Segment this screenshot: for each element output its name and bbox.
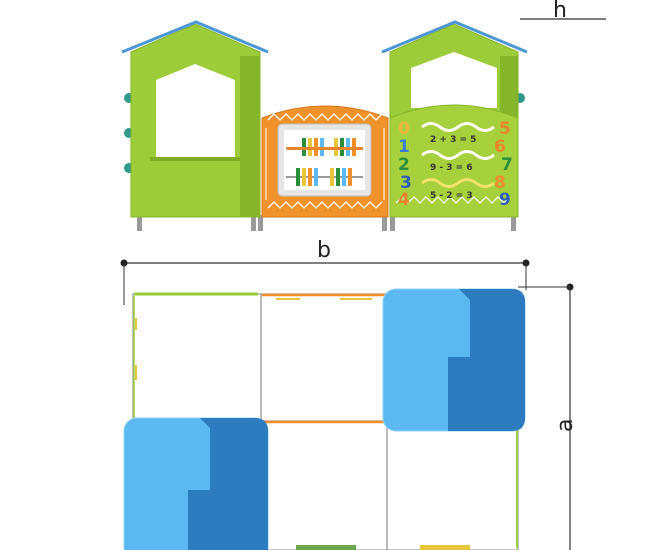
window-sill [150,157,240,161]
digit-right-9: 9 [499,190,511,210]
right-house-window [411,52,497,108]
front-elevation: h [121,0,606,231]
zigzag-bottom [267,201,383,209]
depth-label: a [553,419,578,432]
digit-right-7: 7 [501,155,513,175]
wave-1 [421,122,495,132]
digit-left-1: 1 [398,137,410,157]
depth-dimension: a [518,283,578,550]
right-house: 2 + 3 = 5 9 - 3 = 6 5 - 2 = 3 0 1 2 3 4 … [381,20,528,218]
digit-right-5: 5 [499,119,511,139]
height-dimension: h [520,0,606,23]
equation-2: 9 - 3 = 6 [430,163,473,173]
width-dimension: b [120,238,530,305]
number-panel [389,104,519,218]
wave-3 [421,178,495,188]
right-house-roof [381,20,528,54]
digit-left-2: 2 [398,155,410,175]
digit-right-8: 8 [494,173,506,193]
plan-view [123,288,526,550]
middle-panel [261,105,389,218]
digit-left-4: 4 [398,190,410,210]
zigzag-top [267,113,383,121]
digit-left-0: 0 [398,119,410,139]
width-label: b [317,238,331,263]
left-house-window [156,64,235,159]
digit-right-6: 6 [494,137,506,157]
legs [137,215,516,231]
abacus-bar [287,147,363,150]
height-label: h [553,0,567,23]
digit-left-3: 3 [400,173,412,193]
left-house [121,20,269,218]
left-house-roof [121,20,269,54]
wave-2 [421,150,495,160]
equation-1: 2 + 3 = 5 [430,135,476,145]
roof-top-right [382,288,526,432]
equation-3: 5 - 2 = 3 [430,191,473,201]
roof-bottom-left [123,417,269,550]
